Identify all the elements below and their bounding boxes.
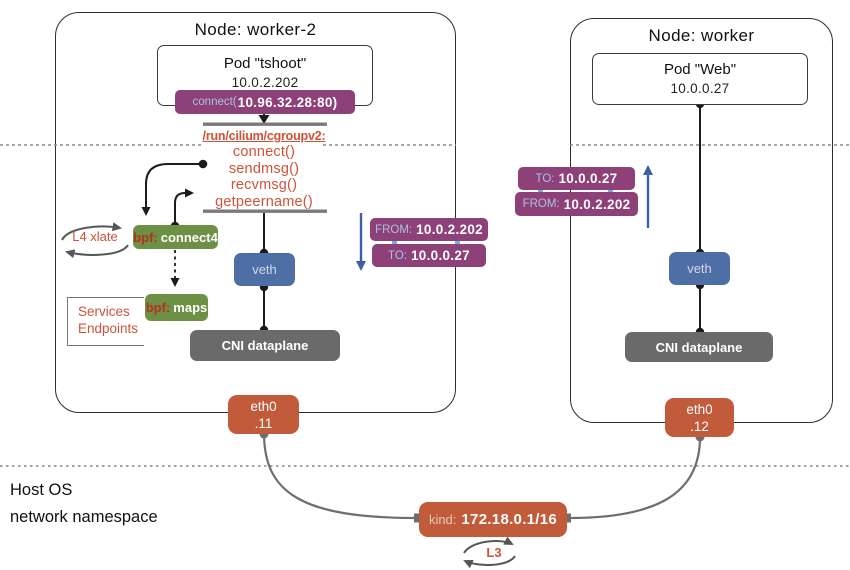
packet-from-label: FROM: [375, 223, 413, 236]
cni-dataplane-left-box: CNI dataplane [190, 330, 340, 361]
packet-to-badge-left: TO:10.0.0.27 [372, 244, 486, 267]
packet-to-badge-right: TO:10.0.0.27 [518, 167, 635, 190]
pod-web-ip: 10.0.0.27 [670, 81, 730, 96]
endpoints-label: Endpoints [78, 320, 139, 336]
network-namespace-line: network namespace [10, 508, 158, 526]
eth0-right-box: eth0 .12 [665, 398, 734, 437]
pod-web-box: Pod "Web" 10.0.0.27 [592, 53, 808, 105]
bpf-connect4-prefix: bpf: [133, 229, 158, 245]
bpf-maps-box: bpf:maps [145, 294, 208, 321]
pod-web-title: Pod "Web" [663, 61, 737, 78]
eth0-left-suffix: .11 [254, 416, 273, 431]
cni-dataplane-right-box: CNI dataplane [625, 332, 773, 362]
bpf-connect4-box: bpf:connect4 [133, 225, 218, 249]
kind-bridge-box: kind: 172.18.0.1/16 [419, 502, 567, 537]
packet-from-badge-left: FROM:10.0.2.202 [370, 218, 488, 241]
pod-tshoot-ip: 10.0.2.202 [231, 75, 299, 90]
bpf-maps-name: maps [173, 300, 208, 315]
packet-to-value: 10.0.0.27 [410, 248, 470, 263]
services-label: Services [78, 304, 130, 319]
packet-to-label: TO: [388, 249, 407, 262]
connect-call-label: connect( [192, 96, 237, 108]
host-namespace-label: Host OS network namespace [10, 477, 158, 531]
services-endpoints-bracket: Services Endpoints [67, 297, 144, 346]
pod-tshoot-title: Pod "tshoot" [223, 55, 307, 72]
veth-left-box: veth [234, 253, 295, 286]
packet-to-label-right: TO: [535, 172, 555, 185]
bpf-maps-prefix: bpf: [145, 300, 171, 315]
cgroup-hooks-block: /run/cilium/cgroupv2: connect() sendmsg(… [180, 129, 348, 210]
eth0-right-suffix: .12 [690, 419, 709, 434]
veth-right-box: veth [669, 252, 730, 285]
node-worker-title: Node: worker [648, 26, 755, 45]
packet-from-value-right: 10.0.2.202 [563, 196, 631, 212]
connect-call-badge: connect(10.96.32.28:80) [175, 90, 355, 114]
cgroup-fn-sendmsg: sendmsg() [228, 160, 300, 177]
kind-value: 172.18.0.1/16 [461, 511, 558, 528]
packet-from-label-right: FROM: [522, 198, 560, 210]
bpf-connect4-name: connect4 [160, 229, 218, 245]
cgroup-fn-connect: connect() [232, 144, 296, 160]
cgroup-path-label: /run/cilium/cgroupv2: [202, 129, 326, 143]
host-os-line: Host OS [10, 481, 73, 499]
eth0-left-box: eth0 .11 [228, 395, 299, 434]
cgroup-fn-getpeername: getpeername() [215, 193, 313, 210]
node-worker-2-title: Node: worker-2 [194, 20, 317, 39]
cgroup-fn-recvmsg: recvmsg() [230, 177, 298, 193]
eth0-left-name: eth0 [250, 399, 277, 414]
l3-label: L3 [486, 545, 502, 560]
kind-label: kind: [428, 512, 457, 527]
packet-to-value-right: 10.0.0.27 [558, 171, 618, 186]
packet-from-badge-right: FROM:10.0.2.202 [515, 192, 638, 216]
l4-xlate-label: L4 xlate [72, 229, 118, 244]
eth0-right-name: eth0 [686, 402, 713, 417]
connect-call-value: 10.96.32.28:80) [237, 94, 338, 110]
packet-from-value: 10.0.2.202 [416, 222, 483, 237]
